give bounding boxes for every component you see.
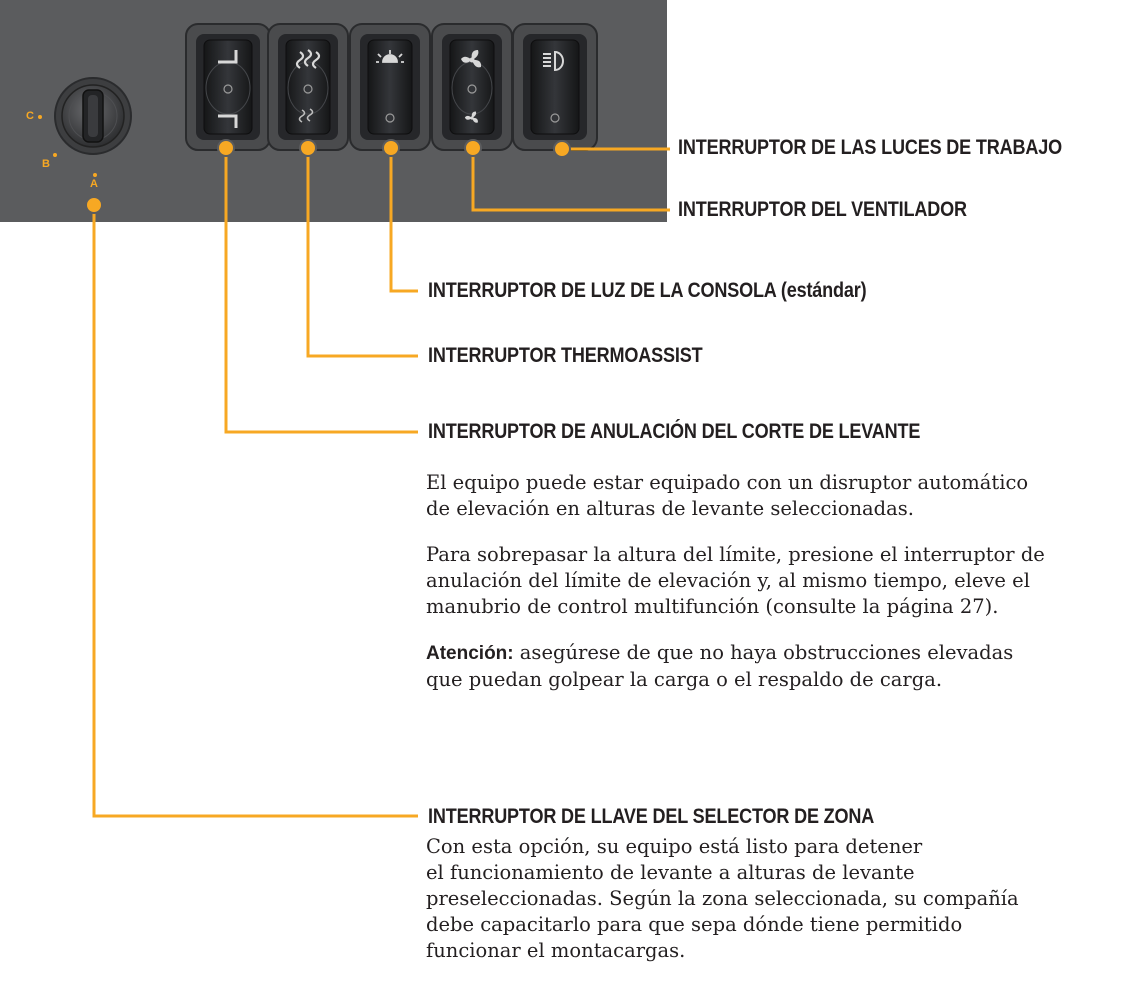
leader-lines: [92, 147, 670, 818]
leader-console-light: [389, 148, 418, 293]
lift-override-attention-l1: Atención: asegúrese de que no haya obstr…: [426, 640, 1045, 667]
attention-label: Atención:: [426, 643, 514, 664]
leader-lift-override: [224, 148, 418, 434]
lift-override-p2-l2: anulación del límite de elevación y, al …: [426, 569, 1030, 592]
leader-fan: [471, 148, 670, 212]
zone-selector-description: Con esta opción, su equipo está listo pa…: [426, 834, 1019, 964]
label-fan: INTERRUPTOR DEL VENTILADOR: [678, 198, 967, 221]
position-label-b: B: [42, 158, 50, 170]
fan-icon: [461, 50, 482, 123]
console-light-icon: [376, 50, 404, 63]
lift-override-attention-l2: que puedan golpear la carga o el respald…: [426, 668, 943, 691]
position-label-c: C: [26, 110, 34, 122]
leader-zone-selector: [92, 205, 418, 818]
zone-selector-l4: debe capacitarlo para que sepa dónde tie…: [426, 913, 963, 936]
label-thermoassist: INTERRUPTOR THERMOASSIST: [428, 344, 703, 367]
switch-lift-override[interactable]: [185, 23, 271, 151]
zone-key-switch[interactable]: [54, 77, 132, 155]
thermoassist-icon: [295, 49, 321, 123]
leader-thermoassist: [306, 148, 418, 358]
override-arrows-icon: [218, 50, 238, 128]
lift-override-p2-l3: manubrio de control multifunción (consul…: [426, 595, 999, 618]
zone-selector-l2: el funcionamiento de levante a alturas d…: [426, 861, 915, 884]
attention-text: asegúrese de que no haya obstrucciones e…: [513, 641, 1014, 664]
zone-selector-l1: Con esta opción, su equipo está listo pa…: [426, 835, 923, 858]
lift-override-p1-l2: de elevación en alturas de levante selec…: [426, 497, 914, 520]
position-dot-c: [38, 115, 42, 119]
label-zone-selector: INTERRUPTOR DE LLAVE DEL SELECTOR DE ZON…: [428, 805, 875, 828]
zone-selector-l3: preseleccionadas. Según la zona seleccio…: [426, 887, 1019, 910]
label-work-lights: INTERRUPTOR DE LAS LUCES DE TRABAJO: [678, 136, 1062, 159]
work-light-icon: [543, 50, 564, 72]
label-console-light: INTERRUPTOR DE LUZ DE LA CONSOLA (estánd…: [428, 279, 867, 302]
lift-override-p2-l1: Para sobrepasar la altura del límite, pr…: [426, 543, 1045, 566]
switch-thermoassist[interactable]: [267, 23, 349, 151]
position-dot-b: [53, 153, 57, 157]
lift-override-p1-l1: El equipo puede estar equipado con un di…: [426, 471, 1029, 494]
label-lift-override: INTERRUPTOR DE ANULACIÓN DEL CORTE DE LE…: [428, 420, 921, 443]
switch-work-lights[interactable]: [512, 23, 598, 151]
callout-dots: [85, 139, 571, 214]
position-label-a: A: [90, 178, 98, 190]
position-dot-a: [93, 173, 97, 177]
zone-selector-l5: funcionar el montacargas.: [426, 939, 686, 962]
switch-console-light[interactable]: [349, 23, 431, 151]
switch-fan[interactable]: [431, 23, 513, 151]
lift-override-description: El equipo puede estar equipado con un di…: [426, 470, 1045, 693]
